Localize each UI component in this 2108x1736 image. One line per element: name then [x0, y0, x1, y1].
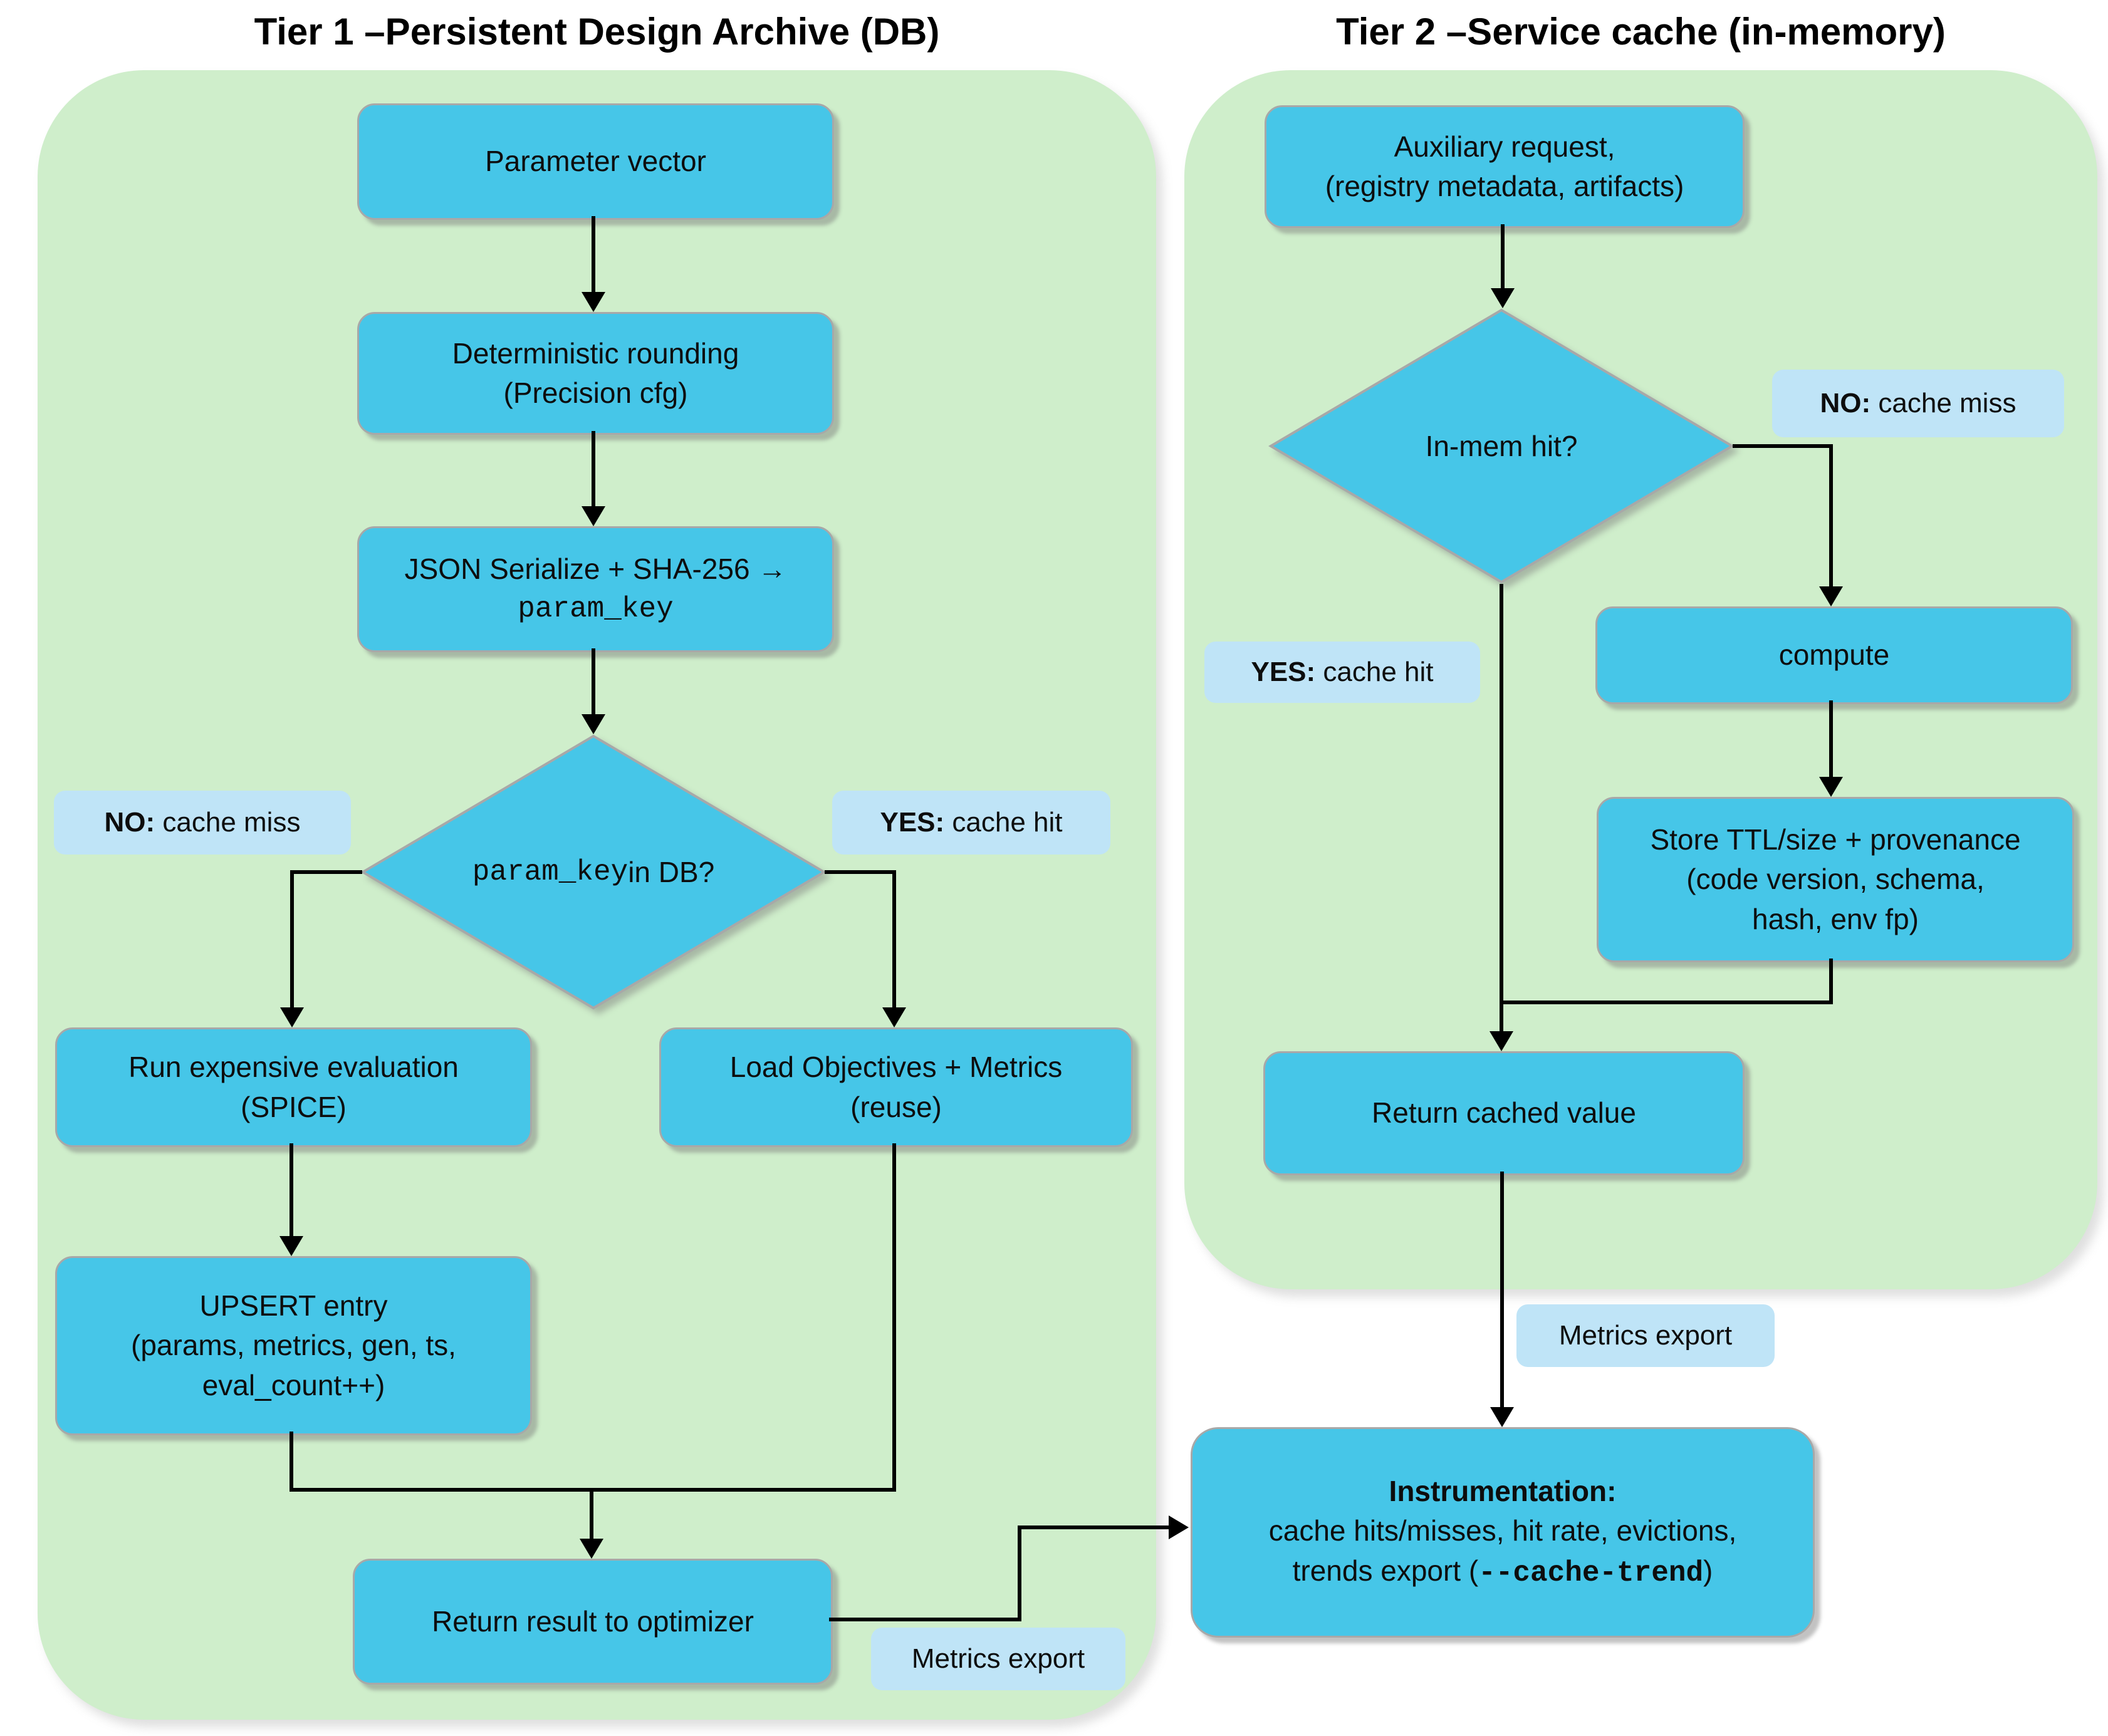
node-instrumentation-line2: cache hits/misses, hit rate, evictions,	[1268, 1514, 1737, 1547]
node-json-serialize-sha256: JSON Serialize + SHA-256 → param_key	[357, 526, 834, 652]
node-return-result-to-optimizer: Return result to optimizer	[353, 1559, 833, 1685]
tier1-title: Tier 1 –Persistent Design Archive (DB)	[254, 11, 940, 53]
node-load-objectives-metrics: Load Objectives + Metrics (reuse)	[659, 1027, 1133, 1147]
connector-returncached-to-instr	[1500, 1172, 1504, 1408]
connector-paramvector-to-rounding	[592, 216, 595, 298]
node-deterministic-rounding: Deterministic rounding (Precision cfg)	[357, 312, 834, 435]
node-run-expensive-evaluation: Run expensive evaluation (SPICE)	[55, 1027, 532, 1147]
node-json-serialize-line1: JSON Serialize + SHA-256 →	[404, 553, 787, 586]
connector-tier2-merge-horizontal	[1500, 1001, 1833, 1004]
connector-return-to-instr-h2	[1018, 1525, 1170, 1529]
node-load-objectives-line1: Load Objectives + Metrics	[729, 1051, 1063, 1084]
arrowhead-right-icon	[1169, 1515, 1189, 1539]
connector-serialize-to-decision	[592, 648, 595, 719]
connector-merge-horizontal	[290, 1488, 896, 1492]
connector-inmem-no-horizontal	[1733, 444, 1833, 448]
node-compute: compute	[1595, 606, 2073, 704]
decision-in-mem-hit: In-mem hit?	[1268, 308, 1735, 584]
connector-decision-no-horizontal	[290, 870, 362, 874]
node-load-objectives-line2: (reuse)	[850, 1090, 942, 1123]
arrowhead-down-icon	[580, 1539, 603, 1559]
decision-param-key-in-db: param_key in DB?	[360, 734, 827, 1010]
node-parameter-vector: Parameter vector	[357, 103, 834, 220]
diamond-shape-icon	[1268, 308, 1735, 584]
arrowhead-down-icon	[582, 292, 605, 312]
node-return-cached-value: Return cached value	[1263, 1051, 1745, 1175]
connector-decision-yes-vertical	[892, 870, 896, 1011]
node-upsert-entry: UPSERT entry (params, metrics, gen, ts, …	[55, 1256, 532, 1435]
connector-load-down	[892, 1143, 896, 1492]
arrowhead-down-icon	[582, 714, 605, 734]
connector-runeval-to-upsert	[290, 1143, 293, 1237]
connector-decision-yes-horizontal	[825, 870, 896, 874]
connector-decision-no-vertical	[290, 870, 294, 1011]
node-store-ttl-provenance: Store TTL/size + provenance (code versio…	[1597, 797, 2074, 962]
node-auxiliary-line1: Auxiliary request,	[1394, 130, 1615, 163]
tier2-title: Tier 2 –Service cache (in-memory)	[1336, 11, 1946, 53]
node-run-eval-line2: (SPICE)	[241, 1090, 347, 1123]
node-store-line2: (code version, schema,	[1686, 863, 1985, 896]
tier2-no-cache-miss-tag: NO: cache miss	[1772, 370, 2064, 437]
node-instrumentation: Instrumentation: cache hits/misses, hit …	[1191, 1427, 1815, 1638]
node-parameter-vector-label: Parameter vector	[485, 145, 706, 178]
arrowhead-down-icon	[1819, 777, 1843, 797]
tier2-metrics-export-tag: Metrics export	[1516, 1304, 1775, 1367]
connector-upsert-down	[290, 1432, 293, 1492]
node-auxiliary-request: Auxiliary request, (registry metadata, a…	[1265, 105, 1745, 228]
connector-compute-to-store	[1829, 700, 1833, 779]
connector-inmem-yes-vertical	[1500, 584, 1503, 1002]
node-run-eval-line1: Run expensive evaluation	[128, 1051, 459, 1084]
connector-aux-to-decision	[1501, 224, 1505, 291]
connector-return-to-instr-v	[1018, 1527, 1021, 1621]
node-auxiliary-line2: (registry metadata, artifacts)	[1325, 170, 1684, 202]
arrowhead-down-icon	[279, 1236, 303, 1256]
arrowhead-down-icon	[882, 1007, 906, 1027]
node-return-result-label: Return result to optimizer	[432, 1604, 754, 1638]
arrowhead-down-icon	[1819, 586, 1843, 606]
arrowhead-down-icon	[1490, 1407, 1514, 1427]
connector-inmem-no-vertical	[1829, 444, 1833, 588]
connector-merge-to-returncached	[1500, 1001, 1503, 1033]
node-return-cached-label: Return cached value	[1372, 1096, 1636, 1130]
tier1-yes-cache-hit-tag: YES: cache hit	[832, 791, 1110, 855]
arrowhead-down-icon	[280, 1007, 304, 1027]
arrowhead-down-icon	[1490, 1031, 1513, 1051]
node-upsert-line3: eval_count++)	[202, 1368, 385, 1401]
node-upsert-line2: (params, metrics, gen, ts,	[131, 1329, 456, 1362]
node-compute-label: compute	[1778, 638, 1890, 672]
connector-rounding-to-serialize	[592, 431, 595, 509]
node-upsert-line1: UPSERT entry	[199, 1289, 388, 1322]
arrowhead-down-icon	[1491, 288, 1515, 308]
connector-merge-to-return	[590, 1492, 593, 1541]
node-json-serialize-param-key: param_key	[518, 592, 674, 625]
connector-return-to-instr-h1	[829, 1618, 1021, 1621]
connector-store-down	[1829, 959, 1833, 1004]
decision-param-key-in-db-label: param_key in DB?	[472, 856, 715, 888]
diamond-shape-icon	[360, 734, 827, 1010]
decision-in-mem-hit-label: In-mem hit?	[1425, 430, 1578, 462]
tier1-no-cache-miss-tag: NO: cache miss	[54, 791, 351, 855]
tier2-yes-cache-hit-tag: YES: cache hit	[1204, 642, 1480, 703]
arrowhead-down-icon	[582, 506, 605, 526]
node-store-line1: Store TTL/size + provenance	[1650, 823, 2021, 856]
node-deterministic-rounding-line2: (Precision cfg)	[503, 377, 688, 409]
node-store-line3: hash, env fp)	[1752, 902, 1919, 935]
tier1-metrics-export-tag: Metrics export	[871, 1628, 1125, 1690]
node-instrumentation-line3: trends export (--cache-trend)	[1292, 1554, 1713, 1589]
node-instrumentation-heading: Instrumentation:	[1389, 1474, 1617, 1507]
node-deterministic-rounding-line1: Deterministic rounding	[452, 336, 739, 370]
